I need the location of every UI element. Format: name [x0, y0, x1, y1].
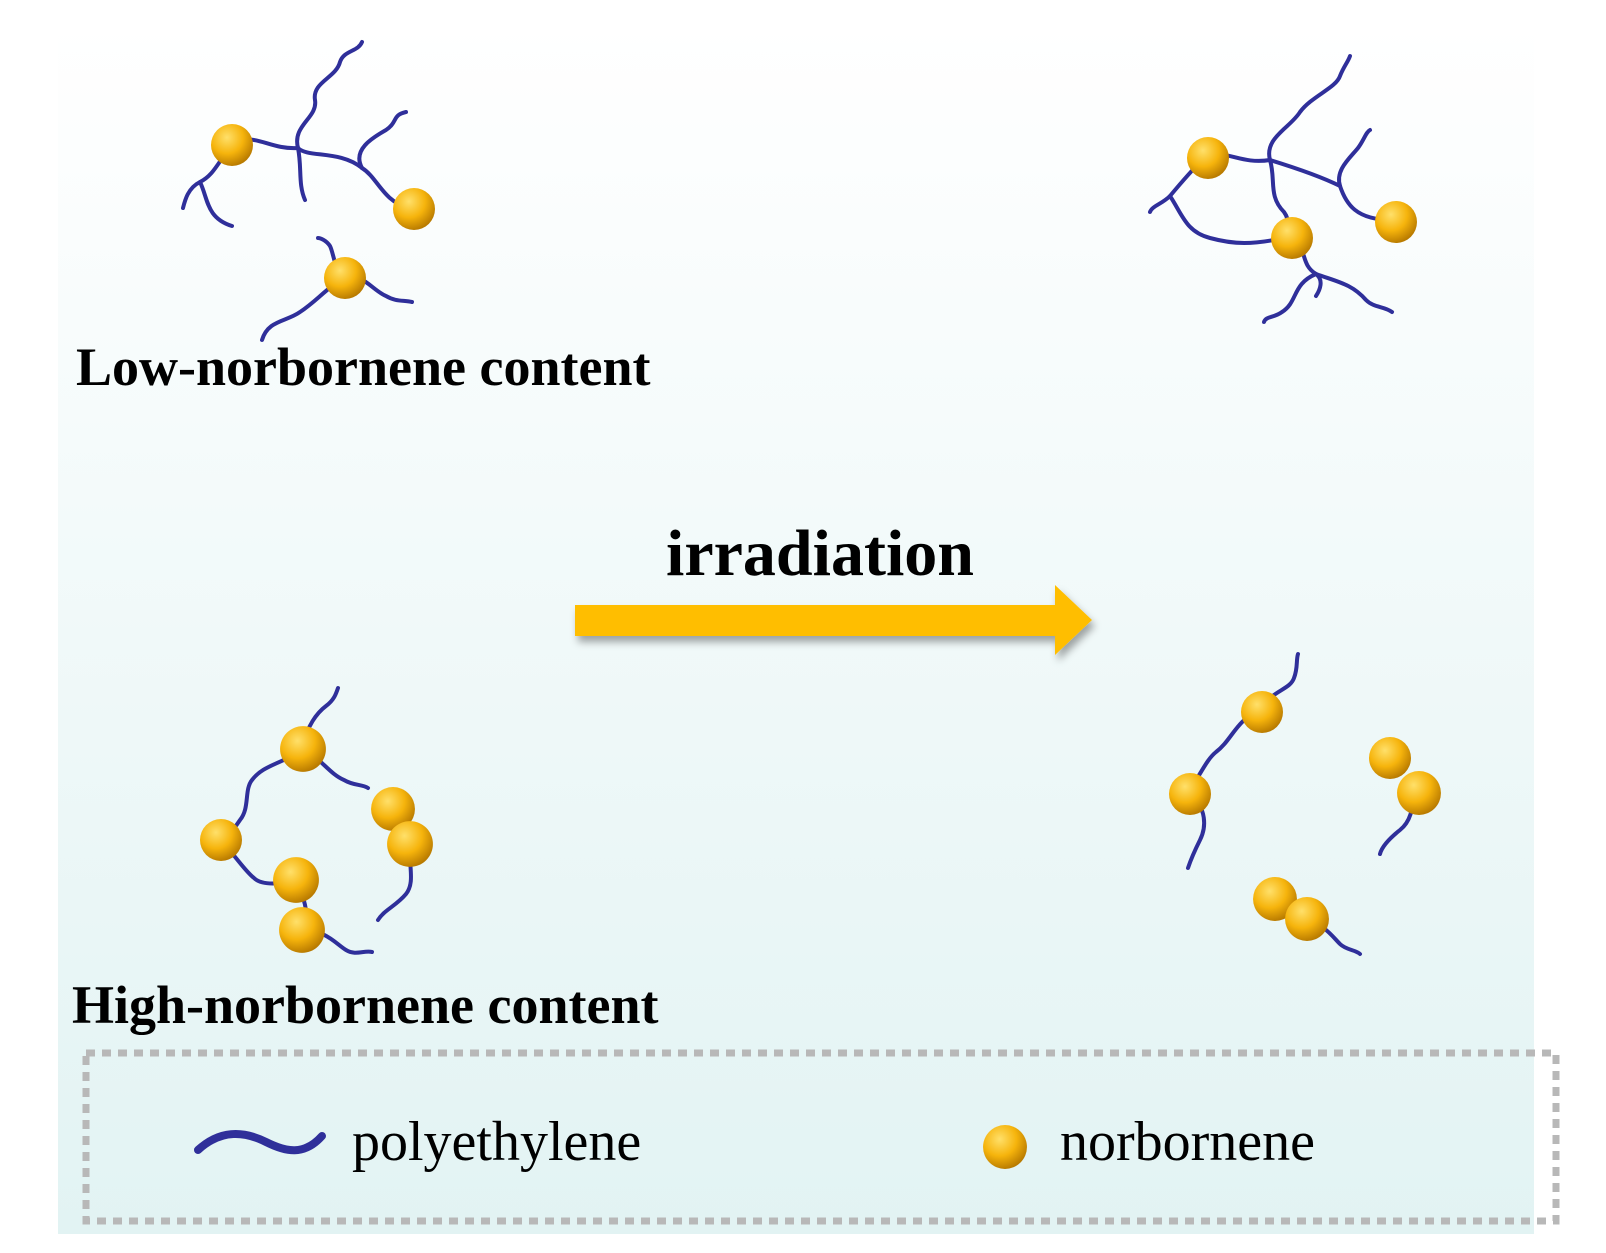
irradiation-arrow [575, 585, 1092, 655]
norbornene-bead [280, 726, 326, 772]
norbornene-bead [1375, 201, 1417, 243]
norbornene-bead [1169, 773, 1211, 815]
low-norbornene-label: Low-norbornene content [76, 337, 650, 397]
norbornene-bead [387, 821, 433, 867]
norbornene-bead [279, 907, 325, 953]
norbornene-bead [273, 857, 319, 903]
norbornene-legend-icon [983, 1125, 1027, 1169]
polyethylene-legend-label: polyethylene [352, 1111, 641, 1173]
norbornene-bead [393, 188, 435, 230]
high-norbornene-label: High-norbornene content [72, 975, 659, 1035]
norbornene-bead [211, 124, 253, 166]
norbornene-bead [200, 819, 242, 861]
legend: polyethylene norbornene [82, 1049, 1560, 1225]
norbornene-bead [1369, 737, 1411, 779]
norbornene-bead [1271, 217, 1313, 259]
norbornene-bead [324, 257, 366, 299]
polyethylene-legend-icon [194, 1129, 326, 1155]
norbornene-bead [1241, 691, 1283, 733]
norbornene-bead [1397, 771, 1441, 815]
irradiation-label: irradiation [666, 517, 974, 590]
norbornene-bead [1187, 137, 1229, 179]
norbornene-legend-label: norbornene [1060, 1111, 1315, 1173]
legend-border [82, 1049, 1560, 1225]
norbornene-bead [1285, 897, 1329, 941]
